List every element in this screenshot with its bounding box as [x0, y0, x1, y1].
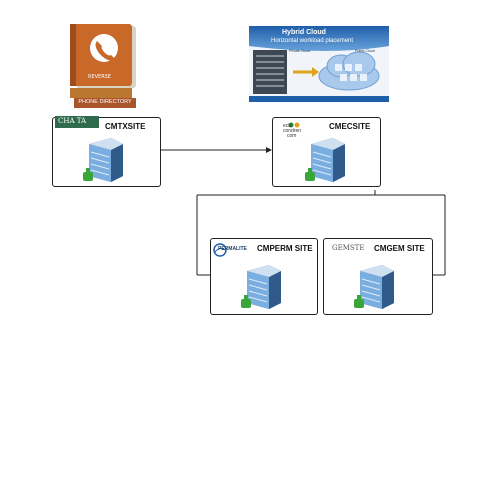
site-box-cmgem[interactable]: GEMSTE CMGEM SITE: [323, 238, 433, 315]
building-icon: [241, 263, 285, 316]
private-cloud-caption: Private Cloud: [289, 49, 311, 53]
cmec-logo-line-2: condren: [283, 128, 302, 134]
hybrid-cloud-subtitle: Horizontal workload placement: [271, 38, 354, 44]
cmec-logo-line-3: com: [287, 133, 297, 139]
site-label-cmtx: CMTXSITE: [105, 122, 146, 131]
building-icon: [354, 263, 398, 316]
cmtx-logo-text: CHA TA: [58, 117, 87, 125]
cmec-logo: ecis condren com: [277, 116, 311, 142]
cmgem-logo: GEMSTE: [332, 245, 364, 252]
cmgem-logo-text: GEMSTE: [332, 244, 365, 252]
hybrid-cloud-image: Hybrid Cloud Horizontal workload placeme…: [249, 26, 389, 102]
cmec-logo-line-1: ecis: [283, 123, 292, 129]
hybrid-cloud-title: Hybrid Cloud: [282, 29, 326, 36]
cmtx-logo: CHA TA: [55, 116, 99, 128]
site-label-cmperm: CMPERM SITE: [257, 244, 313, 253]
cmperm-logo: PERMALITE: [213, 243, 255, 257]
public-cloud-caption: Public Cloud: [355, 49, 375, 53]
phone-directory-icon: REVERSE PHONE DIRECTORY: [68, 24, 140, 110]
site-box-cmtx[interactable]: CHA TA CMTXSITE: [52, 116, 161, 189]
site-label-cmec: CMECSITE: [329, 122, 371, 131]
site-box-cmec[interactable]: ecis condren com CMECSITE: [272, 117, 381, 187]
building-icon: [83, 136, 127, 189]
reverse-label: REVERSE: [88, 74, 112, 80]
site-label-cmgem: CMGEM SITE: [374, 244, 425, 253]
cmperm-logo-text: PERMALITE: [218, 246, 247, 252]
building-icon: [305, 136, 349, 189]
phone-directory-label: PHONE DIRECTORY: [74, 98, 136, 108]
site-box-cmperm[interactable]: PERMALITE CMPERM SITE: [210, 238, 318, 315]
